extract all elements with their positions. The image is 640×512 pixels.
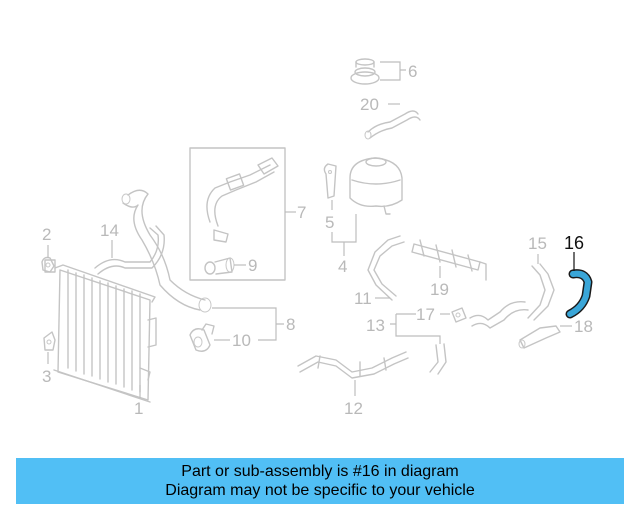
label-1: 1 <box>134 399 143 418</box>
label-10: 10 <box>232 331 251 350</box>
label-19: 19 <box>430 280 449 299</box>
label-6: 6 <box>408 62 417 81</box>
label-18: 18 <box>574 317 593 336</box>
info-banner: Part or sub-assembly is #16 in diagram D… <box>16 458 624 504</box>
label-3: 3 <box>42 367 51 386</box>
cap-part-6 <box>350 58 380 85</box>
bracket-part-2 <box>41 256 55 273</box>
rail-part-19 <box>411 239 487 281</box>
leader-line-4 <box>331 214 357 256</box>
leader-line-13 <box>390 313 441 344</box>
hose-part-20 <box>364 110 421 140</box>
hose-part-15 <box>527 263 555 321</box>
pipe-part-11 <box>367 235 405 301</box>
group-box-7 <box>189 147 286 281</box>
label-16: 16 <box>564 233 584 253</box>
hose-part-14 <box>94 225 165 275</box>
label-9: 9 <box>248 256 257 275</box>
label-12: 12 <box>344 399 363 418</box>
label-13: 13 <box>366 316 385 335</box>
fitting-part-9 <box>204 257 235 275</box>
label-7: 7 <box>297 203 306 222</box>
pipe-part-12 <box>297 351 409 379</box>
hose-part-13 <box>429 301 529 375</box>
fitting-part-18 <box>518 325 561 349</box>
bracket-part-5 <box>323 163 337 199</box>
banner-line-2: Diagram may not be specific to your vehi… <box>165 482 475 499</box>
leader-line-8 <box>212 307 284 341</box>
label-11: 11 <box>354 289 372 308</box>
parts-diagram: 1 2 3 14 7 9 <box>41 58 593 418</box>
highlighted-hose-part-16 <box>565 269 593 319</box>
label-5: 5 <box>325 213 334 232</box>
radiator-part-1 <box>44 259 157 403</box>
bracket-part-3 <box>43 331 56 351</box>
banner-line-1: Part or sub-assembly is #16 in diagram <box>181 463 459 480</box>
label-14: 14 <box>100 221 119 240</box>
hose-assembly-in-box-7 <box>206 157 279 243</box>
flange-part-10 <box>189 323 215 352</box>
upper-hose <box>121 189 212 313</box>
label-20: 20 <box>360 95 379 114</box>
fitting-part-17 <box>451 307 467 323</box>
label-8: 8 <box>286 315 295 334</box>
label-4: 4 <box>338 257 347 276</box>
leader-line-6 <box>380 61 406 81</box>
label-2: 2 <box>42 225 51 244</box>
expansion-tank <box>349 157 403 215</box>
label-17: 17 <box>416 305 435 324</box>
label-15: 15 <box>528 234 547 253</box>
